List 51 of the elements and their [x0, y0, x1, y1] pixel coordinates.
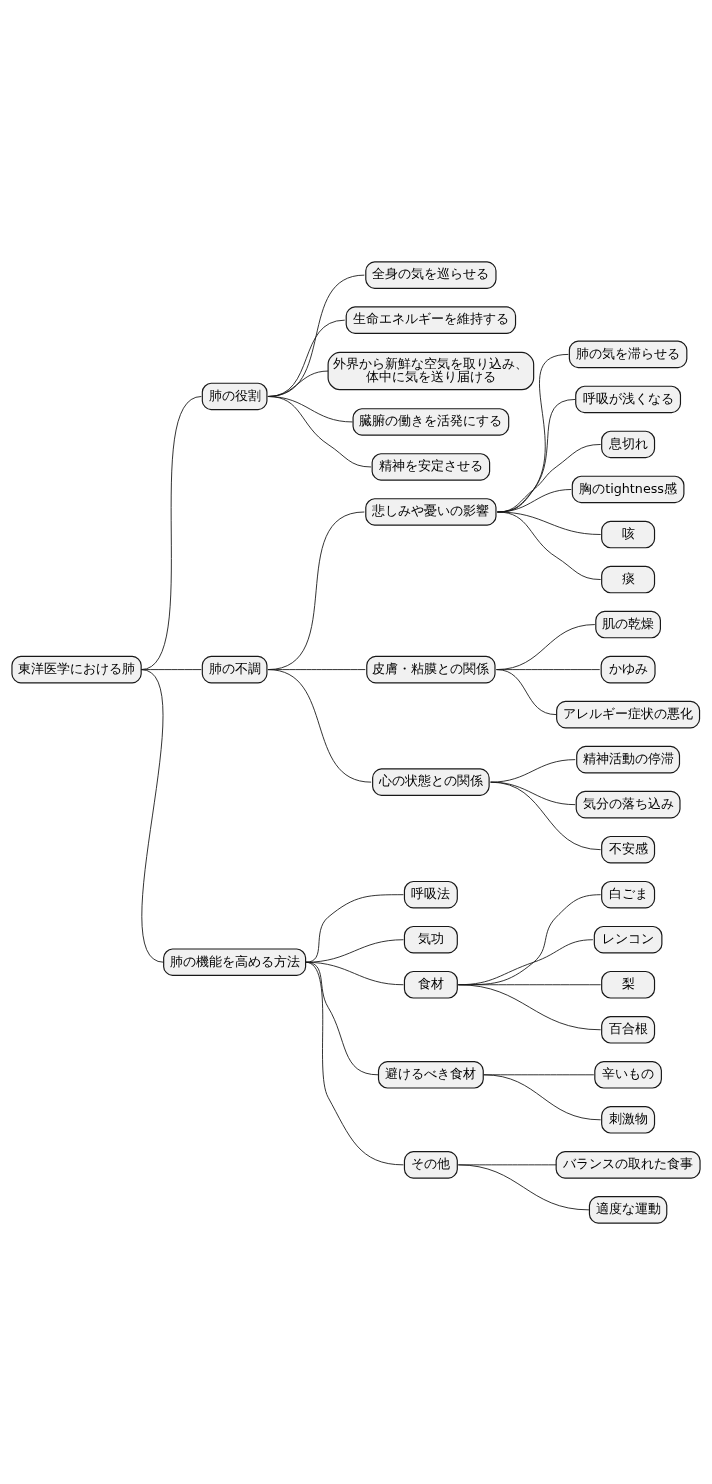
connector — [490, 758, 576, 783]
connector — [497, 511, 602, 535]
node-box: アレルギー症状の悪化 — [556, 700, 701, 728]
connector — [483, 1073, 602, 1120]
node-box: 呼吸が浅くなる — [575, 385, 682, 413]
connector — [497, 511, 602, 580]
connector — [490, 781, 602, 850]
connector — [457, 1163, 590, 1210]
node-box: 梨 — [601, 970, 656, 999]
node-box: 精神を安定させる — [371, 452, 491, 481]
node-box: 肺の不調 — [201, 655, 268, 683]
node-box: 不安感 — [601, 835, 656, 863]
node-box: 精神活動の停滞 — [576, 745, 681, 773]
node-box: 外界から新鮮な空気を取り込み、体中に気を送り届ける — [327, 351, 535, 390]
node-box: 肺の気を滞らせる — [568, 340, 688, 368]
node-box: かゆみ — [600, 655, 656, 683]
connector — [140, 668, 165, 963]
node-box: 避けるべき食材 — [377, 1060, 484, 1089]
node-box: 気功 — [403, 925, 458, 954]
node-box: 適度な運動 — [588, 1195, 668, 1224]
node-box: 臓腑の働きを活発にする — [352, 407, 510, 436]
node-box: 気分の落ち込み — [575, 790, 681, 818]
node-box: 皮膚・粘膜との関係 — [366, 655, 496, 683]
connector — [457, 983, 602, 1030]
node-box: 百合根 — [601, 1015, 656, 1044]
connector — [305, 938, 404, 963]
node-box: レンコン — [593, 925, 663, 954]
connector — [305, 893, 404, 963]
node-box: 胸のtightness感 — [571, 475, 685, 503]
node-box: 悲しみや憂いの影響 — [365, 497, 497, 526]
node-box: 白ごま — [601, 880, 656, 908]
node-box: その他 — [403, 1150, 458, 1179]
node-box: 痰 — [601, 565, 656, 593]
connector — [496, 668, 557, 715]
node-box: 咳 — [601, 520, 656, 548]
node-box: バランスの取れた食事 — [555, 1150, 701, 1179]
node-box: 息切れ — [601, 430, 656, 458]
node-box: 辛いもの — [594, 1060, 662, 1089]
node-box: 肺の役割 — [201, 382, 268, 410]
node-box: 肌の乾燥 — [595, 610, 661, 638]
node-box: 生命エネルギーを維持する — [345, 305, 517, 334]
connector — [267, 668, 372, 783]
node-box: 心の状態との関係 — [372, 767, 490, 796]
node-box: 刺激物 — [601, 1105, 656, 1134]
node-box: 食材 — [403, 970, 458, 999]
node-box: 全身の気を巡らせる — [365, 260, 497, 289]
connector — [305, 961, 404, 1165]
connector — [267, 395, 372, 467]
node-box: 東洋医学における肺 — [11, 655, 142, 683]
node-box: 呼吸法 — [403, 880, 458, 908]
node-box: 肺の機能を高める方法 — [163, 947, 307, 976]
